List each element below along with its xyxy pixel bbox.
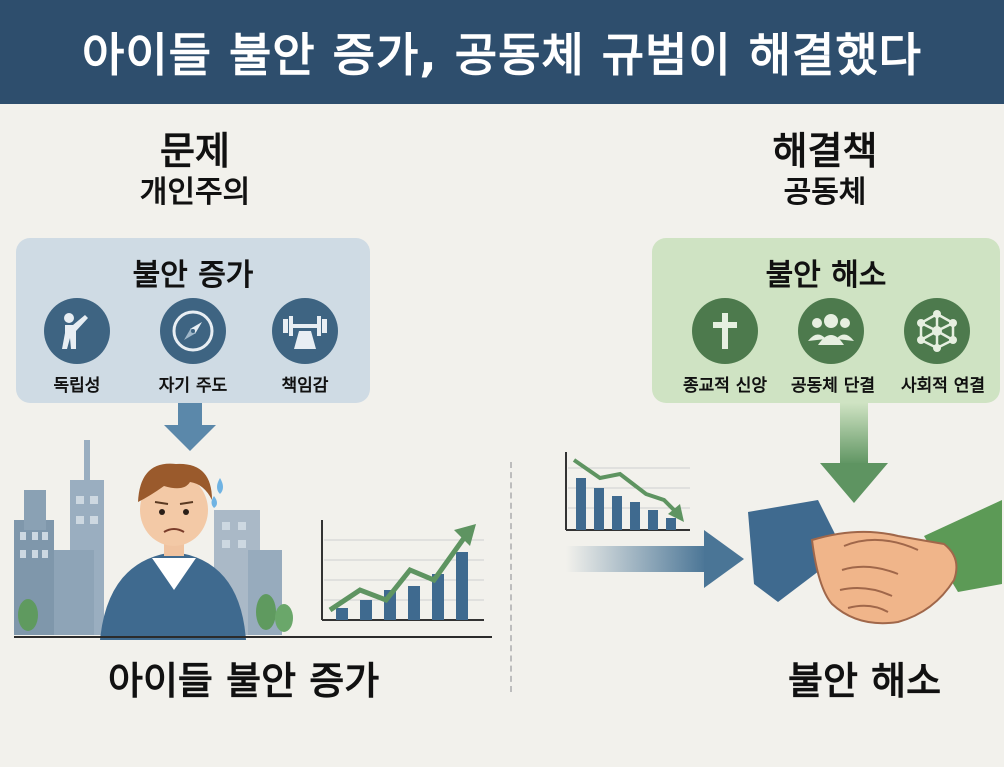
handshake-illustration (748, 500, 1002, 625)
independence-icon (44, 298, 110, 364)
network-icon (904, 298, 970, 364)
problem-panel-title: 불안 증가 (132, 258, 254, 293)
down-arrow-icon (820, 403, 888, 503)
compass-icon (160, 298, 226, 364)
solution-item-label: 종교적 신앙 (682, 376, 768, 396)
solution-subheading: 공동체 (783, 175, 867, 210)
problem-panel: 불안 증가 독립성 자기 주도 책임감 (16, 238, 370, 403)
right-arrow-icon (566, 530, 744, 588)
problem-result-label: 아이들 불안 증가 (108, 659, 380, 703)
solution-item-label: 공동체 단결 (790, 376, 876, 396)
solution-result-label: 불안 해소 (788, 659, 942, 703)
problem-item-label: 자기 주도 (158, 376, 228, 396)
problem-item-label: 책임감 (281, 376, 329, 396)
cross-icon (692, 298, 758, 364)
city-skyline (14, 440, 293, 635)
rising-chart (321, 520, 484, 621)
anxious-child-illustration (14, 440, 492, 640)
anxious-child (100, 463, 246, 640)
solution-panel-title: 불안 해소 (765, 258, 887, 293)
problem-subheading: 개인주의 (139, 175, 251, 210)
section-divider (510, 462, 512, 692)
problem-item-label: 독립성 (53, 376, 101, 396)
title-bar: 아이들 불안 증가, 공동체 규범이 해결했다 (0, 0, 1004, 104)
problem-heading-block: 문제 개인주의 (90, 128, 300, 212)
weightlifting-icon (272, 298, 338, 364)
solution-heading: 해결책 (772, 129, 878, 173)
solution-panel: 불안 해소 (652, 238, 1000, 403)
group-icon (798, 298, 864, 364)
page-title: 아이들 불안 증가, 공동체 규범이 해결했다 (82, 28, 922, 82)
falling-chart (565, 452, 690, 531)
problem-heading: 문제 (160, 129, 230, 173)
solution-item-label: 사회적 연결 (900, 376, 986, 396)
solution-heading-block: 해결책 공동체 (720, 128, 930, 212)
down-arrow-icon (164, 403, 216, 451)
